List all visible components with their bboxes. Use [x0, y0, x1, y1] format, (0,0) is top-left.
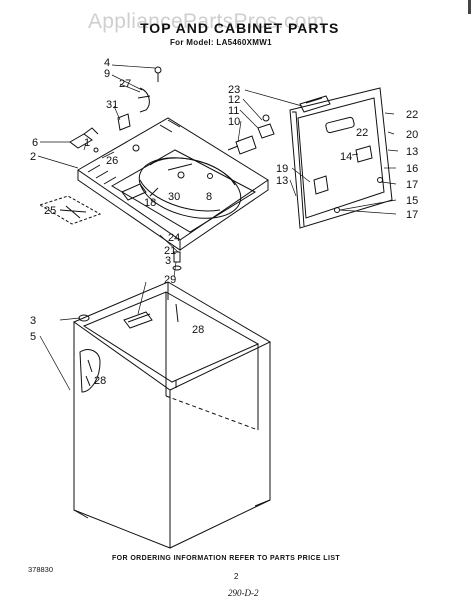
callout-31: 31 — [106, 99, 118, 111]
callout-26: 26 — [106, 155, 118, 167]
callout-12: 12 — [228, 94, 240, 106]
callout-28a: 28 — [192, 324, 204, 336]
page-number: 2 — [234, 572, 239, 581]
callout-14: 14 — [340, 151, 352, 163]
watermark: AppliancePartsPros.com — [88, 10, 325, 33]
callout-13a: 13 — [406, 146, 418, 158]
lid-strip-part — [299, 95, 331, 113]
document-code: 378830 — [28, 565, 54, 574]
hinge-assembly — [227, 114, 275, 155]
callout-17a: 17 — [406, 179, 418, 191]
callout-6: 6 — [32, 137, 38, 149]
switch-bracket-parts — [69, 66, 162, 153]
top-panel — [77, 117, 269, 251]
model-line: For Model: LA5460XMW1 — [170, 38, 272, 47]
leader-lines — [37, 64, 399, 391]
callout-22a: 22 — [406, 109, 418, 121]
callout-21: 21 — [164, 245, 176, 257]
callout-9: 9 — [104, 68, 110, 80]
callout-29: 29 — [164, 274, 176, 286]
callout-2: 2 — [30, 151, 36, 163]
under-top-parts — [38, 163, 213, 225]
callout-4: 4 — [104, 57, 110, 69]
callout-22b: 22 — [356, 127, 368, 139]
callout-19: 19 — [276, 163, 288, 175]
cabinet — [72, 281, 272, 549]
callout-30: 30 — [168, 191, 180, 203]
callout-15: 15 — [406, 195, 418, 207]
callout-numbers: 4 9 27 31 6 1 2 26 18 30 8 25 23 12 11 1… — [30, 57, 418, 387]
callout-3a: 3 — [165, 255, 171, 267]
callout-1: 1 — [84, 137, 90, 149]
callout-17b: 17 — [406, 209, 418, 221]
callout-27: 27 — [119, 78, 131, 90]
callout-20: 20 — [406, 129, 418, 141]
callout-11: 11 — [228, 105, 239, 117]
ordering-note: FOR ORDERING INFORMATION REFER TO PARTS … — [112, 555, 341, 562]
callout-8: 8 — [206, 191, 212, 203]
callout-25: 25 — [44, 205, 56, 217]
callout-13b: 13 — [276, 175, 288, 187]
callout-23: 23 — [228, 84, 240, 96]
lid — [289, 87, 393, 229]
callout-16: 16 — [406, 163, 418, 175]
callout-24: 24 — [168, 232, 180, 244]
callout-3b: 3 — [30, 315, 36, 327]
corner-mark — [468, 0, 471, 14]
callout-28b: 28 — [94, 375, 106, 387]
callout-18: 18 — [144, 197, 156, 209]
callout-10: 10 — [228, 116, 240, 128]
handwritten-note: 290-D-2 — [228, 588, 259, 598]
callout-5: 5 — [30, 331, 36, 343]
diagram-title: TOP AND CABINET PARTS — [140, 20, 340, 36]
